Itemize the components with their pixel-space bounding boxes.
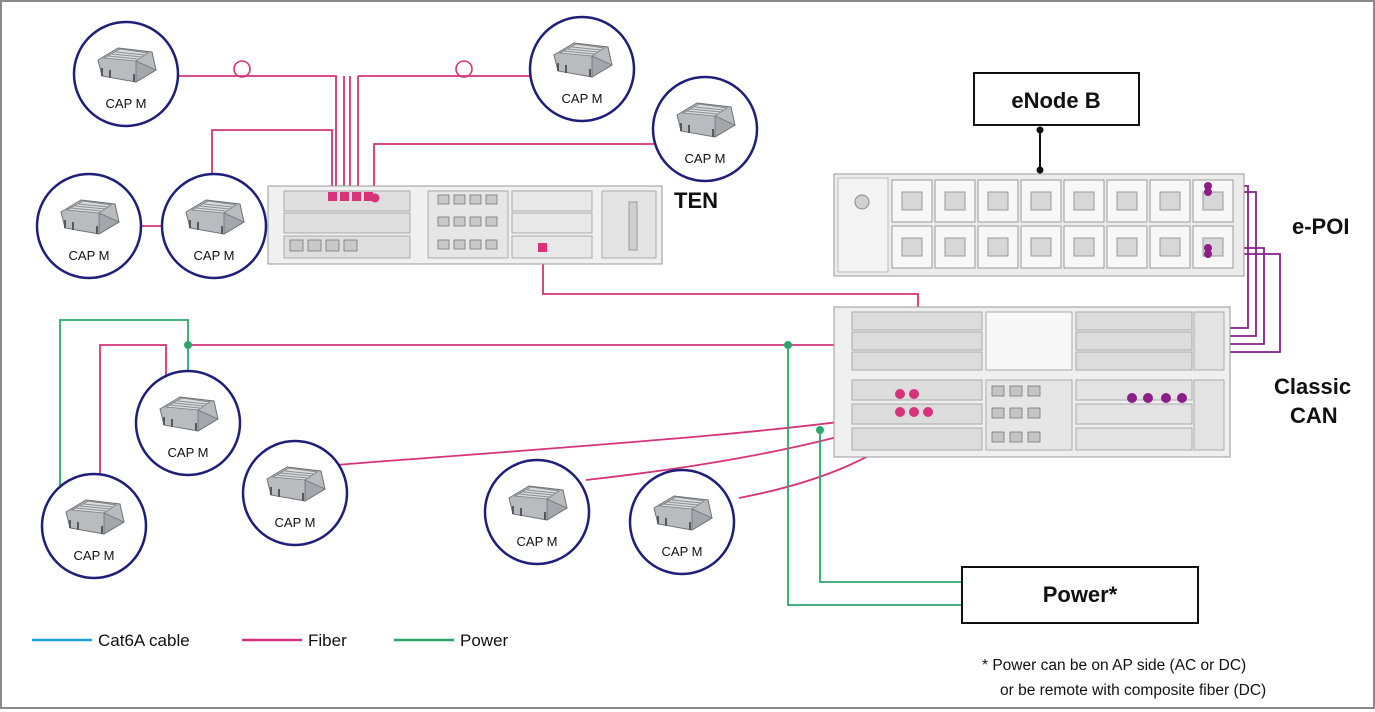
cap-m-unit[interactable]: CAP M [528,15,636,123]
cap-m-unit[interactable]: CAP M [160,172,268,280]
epoi-filter-connector [944,237,966,257]
legend-label-power: Power [460,631,509,650]
footnote-line1: * Power can be on AP side (AC or DC) [982,657,1246,674]
epoi-filter-connector [1030,237,1052,257]
epoi-filter-connector [1073,191,1095,211]
cap-m-unit[interactable]: CAP M [483,458,591,566]
epoi-rack [833,173,1245,277]
cable-junctions [184,341,824,434]
ten-label: TEN [674,188,718,213]
cap-m-label: CAP M [685,151,726,166]
footnote: * Power can be on AP side (AC or DC) or … [982,657,1266,699]
epoi-filter-connector [901,237,923,257]
epoi-filter-connector [1116,237,1138,257]
epoi-filter-connector [944,191,966,211]
power-label: Power* [1043,582,1118,607]
cap-m-label: CAP M [168,445,209,460]
legend: Cat6A cable Fiber Power [32,631,509,650]
epoi-filter-module [1020,225,1062,269]
ten-rack [267,185,663,265]
epoi-filter-connector [1030,191,1052,211]
epoi-filter-connector [1159,237,1181,257]
cap-m-unit[interactable]: CAP M [628,468,736,576]
epoi-filter-connector [1073,237,1095,257]
cap-m-label: CAP M [106,96,147,111]
classic-can-label-line1: Classic [1274,374,1351,399]
cap-m-units: CAP M CAP M CAP M CAP M CAP M CAP M CAP … [35,15,759,580]
cap-m-unit[interactable]: CAP M [134,369,242,477]
cap-m-unit[interactable]: CAP M [651,75,759,183]
cap-m-label: CAP M [517,534,558,549]
cap-m-label: CAP M [275,515,316,530]
legend-label-cat6a: Cat6A cable [98,631,190,650]
classic-can-label-line2: CAN [1290,403,1338,428]
cap-m-label: CAP M [662,544,703,559]
epoi-filter-connector [1116,191,1138,211]
epoi-filter-connector [901,191,923,211]
epoi-filter-connector [1202,191,1224,211]
cap-m-unit[interactable]: CAP M [241,439,349,547]
cap-m-unit[interactable]: CAP M [72,20,180,128]
enodeb-link [1036,126,1044,176]
footnote-line2: or be remote with composite fiber (DC) [1000,682,1266,699]
epoi-filter-connector [987,237,1009,257]
cap-m-unit[interactable]: CAP M [35,172,143,280]
enodeb-box[interactable]: eNode B [973,72,1140,126]
epoi-filter-connector [987,191,1009,211]
cap-m-label: CAP M [74,548,115,563]
cap-m-label: CAP M [194,248,235,263]
cap-m-label: CAP M [562,91,603,106]
classic-can-rack [833,182,1231,458]
legend-label-fiber: Fiber [308,631,347,650]
enodeb-label: eNode B [1011,88,1100,113]
power-box[interactable]: Power* [961,566,1199,624]
cap-m-unit[interactable]: CAP M [40,472,148,580]
cap-m-label: CAP M [69,248,110,263]
epoi-filter-connector [1159,191,1181,211]
epoi-label: e-POI [1292,214,1349,239]
power-cables [59,319,962,606]
